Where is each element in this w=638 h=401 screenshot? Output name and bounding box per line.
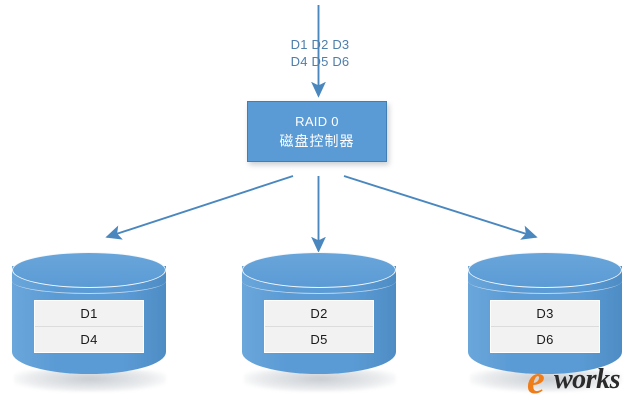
- arrow-controller-to-disk-3: [343, 175, 538, 240]
- disk-slot-group: D1 D4: [34, 300, 144, 353]
- disk-slot: D5: [310, 332, 328, 347]
- disk-slot: D1: [35, 301, 143, 327]
- disk-shadow: [14, 370, 166, 392]
- disk-rim: [468, 268, 622, 294]
- disk-rim: [242, 268, 396, 294]
- watermark-e-mark: e: [527, 357, 545, 401]
- disk-slot: D4: [80, 332, 98, 347]
- controller-title: RAID 0: [295, 113, 339, 129]
- disk-slot-group: D2 D5: [264, 300, 374, 353]
- input-stream-label: D1 D2 D3 D4 D5 D6: [268, 36, 372, 70]
- input-stream-line-1: D1 D2 D3: [290, 37, 350, 52]
- disk-cylinder-3: D3 D6: [464, 252, 626, 392]
- disk-shadow: [244, 370, 396, 392]
- disk-slot: D3: [491, 301, 599, 327]
- controller-subtitle: 磁盘控制器: [279, 132, 355, 149]
- watermark-text: works: [554, 364, 620, 395]
- eworks-watermark: e works: [527, 357, 635, 401]
- disk-slot: D2: [265, 301, 373, 327]
- disk-slot: D6: [536, 332, 554, 347]
- raid-controller-box: RAID 0 磁盘控制器: [247, 101, 387, 162]
- disk-cylinder-1: D1 D4: [8, 252, 170, 392]
- disk-shadow: [470, 370, 622, 392]
- disk-rim: [12, 268, 166, 294]
- disk-slot-group: D3 D6: [490, 300, 600, 353]
- input-stream-line-2: D4 D5 D6: [290, 54, 350, 69]
- disk-cylinder-2: D2 D5: [238, 252, 400, 392]
- arrow-controller-to-disk-1: [105, 175, 294, 240]
